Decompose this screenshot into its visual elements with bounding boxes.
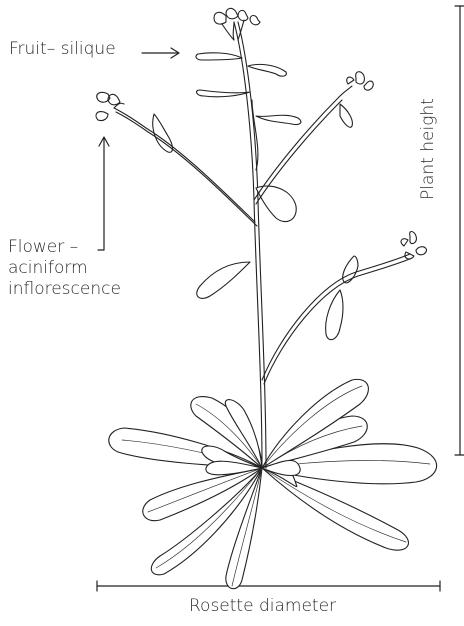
rosette-leaves xyxy=(109,379,437,588)
plant-height-bracket xyxy=(455,6,464,455)
flower-label-line-3: inflorescence xyxy=(8,279,121,300)
flower-cluster-left xyxy=(96,92,124,120)
flower-label-line-1: Flower – xyxy=(8,237,121,258)
flower-cluster-right-lower xyxy=(401,232,426,259)
flower-inflorescence-label: Flower – aciniform inflorescence xyxy=(8,237,121,300)
arrow-right-icon xyxy=(142,48,179,58)
flower-label-line-2: aciniform xyxy=(8,258,121,279)
plant-height-label: Plant height xyxy=(418,60,439,200)
fruit-silique-label: Fruit– silique xyxy=(9,39,116,60)
rosette-diameter-label: Rosette diameter xyxy=(189,596,336,617)
cauline-leaves xyxy=(153,53,358,340)
arrow-up-icon xyxy=(98,137,109,250)
arabidopsis-plant-illustration xyxy=(96,8,437,588)
rosette-diameter-bracket xyxy=(97,581,440,591)
